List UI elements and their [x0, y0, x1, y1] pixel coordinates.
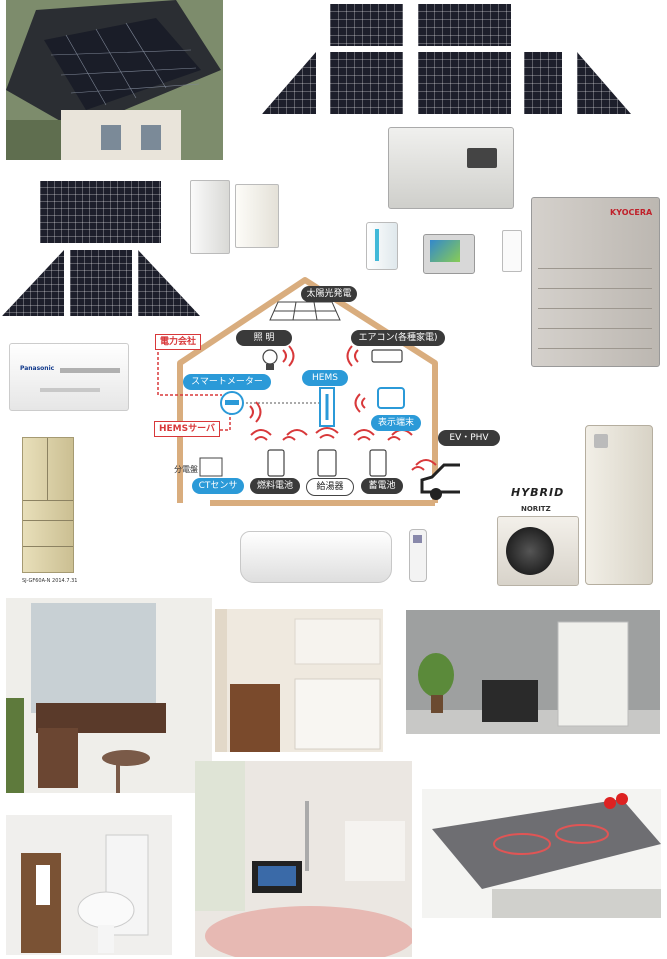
fuel-cell-icon	[267, 449, 285, 477]
solar-panel-triangle	[262, 52, 316, 114]
hems-controller	[235, 184, 279, 248]
wireless-router	[366, 222, 398, 270]
solar-icon	[269, 301, 341, 321]
solar-label: 太陽光発電	[301, 286, 357, 302]
water-heater-icon	[317, 449, 337, 477]
panel-board-label: 分電盤	[174, 465, 198, 474]
signal-waves	[249, 345, 437, 471]
heat-pump-water-heater-photo	[406, 610, 660, 734]
hems-server-label: HEMSサーバ	[154, 421, 221, 437]
ev-label: EV・PHV	[438, 430, 500, 446]
storage-battery-label: 蓄電池	[361, 478, 403, 494]
ih-cooktop-photo	[422, 789, 661, 918]
battery-icon	[369, 449, 387, 477]
kyocera-logo: KYOCERA	[610, 208, 653, 217]
measurement-unit	[190, 180, 230, 254]
solar-panel	[330, 52, 403, 114]
distribution-panel: Panasonic	[9, 343, 129, 411]
panasonic-logo: Panasonic	[20, 365, 55, 372]
solar-panel	[40, 181, 161, 243]
hems-label: HEMS	[302, 370, 348, 386]
power-company-line	[157, 347, 222, 396]
storage-battery-unit: KYOCERA	[531, 197, 660, 367]
heat-pump-outdoor-unit	[497, 516, 579, 586]
solar-panel-triangle	[577, 52, 631, 114]
power-company-label: 電力会社	[155, 334, 202, 350]
toilet-photo	[6, 815, 172, 955]
hems-server-line	[205, 410, 231, 431]
monitor-terminal	[423, 234, 475, 274]
solar-panel	[330, 4, 403, 46]
fridge-caption: SJ-GF60A-N 2014.7.31	[22, 578, 78, 584]
bathroom-photo	[195, 761, 412, 957]
water-heater-label: 給湯器	[306, 478, 354, 496]
vanity-photo	[6, 598, 212, 793]
solar-panel	[418, 4, 511, 46]
aircon-icon	[371, 349, 403, 363]
panel-board-icon	[199, 457, 223, 477]
ct-sensor-label: CTセンサ	[192, 478, 244, 494]
ev-car-icon	[420, 463, 460, 500]
power-conditioner	[388, 127, 514, 209]
lighting-label: 照 明	[236, 330, 292, 346]
noritz-label: NORITZ	[521, 505, 551, 513]
house-roof-photo	[6, 0, 223, 160]
solar-panel-triangle	[2, 250, 64, 316]
aircon-label: エアコン(各種家電)	[351, 330, 445, 346]
solar-panel	[70, 250, 132, 316]
solar-panel	[524, 52, 562, 114]
wall-sensor	[502, 230, 522, 272]
aircon-remote	[409, 529, 427, 582]
hot-water-tank	[585, 425, 653, 585]
air-conditioner	[240, 531, 392, 583]
light-bulb-icon	[262, 349, 278, 370]
kitchen-photo	[215, 609, 383, 752]
smart-meter-label: スマートメーター	[183, 374, 271, 390]
refrigerator	[22, 437, 74, 573]
fuel-cell-label: 燃料電池	[250, 478, 300, 494]
display-terminal-label: 表示端末	[371, 415, 421, 431]
display-terminal-icon	[377, 387, 405, 409]
house-outline	[177, 277, 438, 503]
hybrid-label: HYBRID	[511, 486, 565, 499]
solar-roof-illustration	[6, 0, 223, 160]
hems-house-diagram	[157, 277, 460, 506]
solar-panel	[418, 52, 511, 114]
